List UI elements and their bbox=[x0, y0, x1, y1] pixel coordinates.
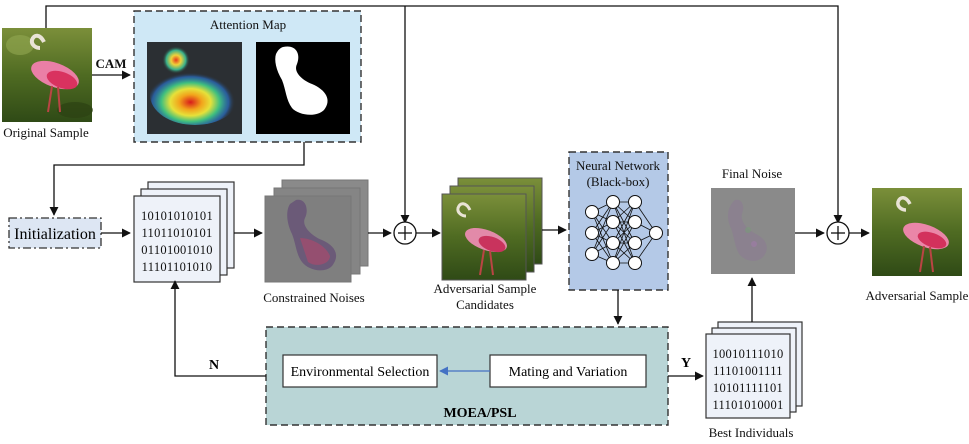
heatmap-image bbox=[147, 42, 242, 134]
mask-to-initialization-line bbox=[49, 142, 305, 216]
nn-edge bbox=[591, 201, 614, 255]
constrained-noises-label: Constrained Noises bbox=[263, 290, 364, 305]
best-individuals-stack bbox=[705, 321, 803, 419]
bit-string: 11101101010 bbox=[142, 260, 213, 274]
population-bits: 10101010101 11011010101 01101001010 1110110… bbox=[141, 209, 213, 274]
bit-string: 10101010101 bbox=[141, 209, 213, 223]
original-sample-image bbox=[2, 28, 93, 122]
original-sample-label: Original Sample bbox=[3, 125, 89, 140]
neural-network-graph bbox=[585, 195, 663, 270]
nn-node bbox=[606, 256, 620, 270]
mask-image bbox=[256, 42, 350, 134]
best-individuals-label: Best Individuals bbox=[709, 425, 794, 439]
nn-node bbox=[628, 195, 642, 209]
adversarial-candidates-image bbox=[441, 177, 543, 281]
population-stack bbox=[133, 181, 235, 283]
environmental-selection-box bbox=[282, 354, 438, 388]
attention-map-label: Attention Map bbox=[210, 17, 286, 32]
adversarial-sample-image bbox=[872, 188, 962, 276]
nn-node bbox=[606, 195, 620, 209]
nn-node bbox=[585, 226, 599, 240]
bit-string: 10101111101 bbox=[713, 381, 783, 395]
bit-string: 11011010101 bbox=[141, 226, 212, 240]
final-noise-image bbox=[711, 188, 795, 274]
mating-variation-box bbox=[489, 354, 647, 388]
final-noise-label: Final Noise bbox=[722, 166, 783, 181]
bit-string: 01101001010 bbox=[141, 243, 213, 257]
nn-edge bbox=[612, 221, 636, 264]
environmental-selection-label: Environmental Selection bbox=[291, 365, 430, 380]
neural-network-label-line1: Neural Network bbox=[576, 158, 661, 173]
final-add-operator-icon bbox=[826, 221, 850, 245]
nn-node bbox=[606, 236, 620, 250]
nn-node bbox=[585, 205, 599, 219]
nn-edge bbox=[612, 201, 636, 264]
bit-string: 10010111010 bbox=[712, 347, 783, 361]
constrained-noises-image bbox=[264, 179, 369, 283]
add-operator-icon bbox=[393, 221, 417, 245]
no-loop-arrow bbox=[170, 280, 266, 377]
nn-node bbox=[649, 226, 663, 240]
bit-string: 11101001111 bbox=[713, 364, 783, 378]
best-individuals-bits: 10010111010 11101001111 10101111101 1110101… bbox=[712, 347, 783, 412]
initialization-box bbox=[8, 217, 102, 249]
nn-node bbox=[628, 256, 642, 270]
nn-node bbox=[628, 215, 642, 229]
yes-branch-label: Y bbox=[681, 356, 691, 371]
initialization-label: Initialization bbox=[14, 226, 96, 243]
nn-node bbox=[606, 215, 620, 229]
adversarial-candidates-label-line2: Candidates bbox=[456, 297, 514, 312]
adversarial-sample-label: Adversarial Sample bbox=[866, 288, 969, 303]
cam-label: CAM bbox=[95, 56, 126, 71]
original-to-final-adder-line bbox=[45, 5, 843, 224]
nn-node bbox=[585, 247, 599, 261]
moea-psl-label: MOEA/PSL bbox=[443, 406, 516, 421]
nn-edge bbox=[612, 201, 636, 244]
mating-variation-label: Mating and Variation bbox=[509, 365, 628, 380]
no-branch-label: N bbox=[209, 358, 219, 373]
neural-network-label-line2: (Black-box) bbox=[587, 174, 650, 189]
nn-node bbox=[628, 236, 642, 250]
bit-string: 11101010001 bbox=[712, 398, 783, 412]
adversarial-candidates-label-line1: Adversarial Sample bbox=[434, 281, 537, 296]
